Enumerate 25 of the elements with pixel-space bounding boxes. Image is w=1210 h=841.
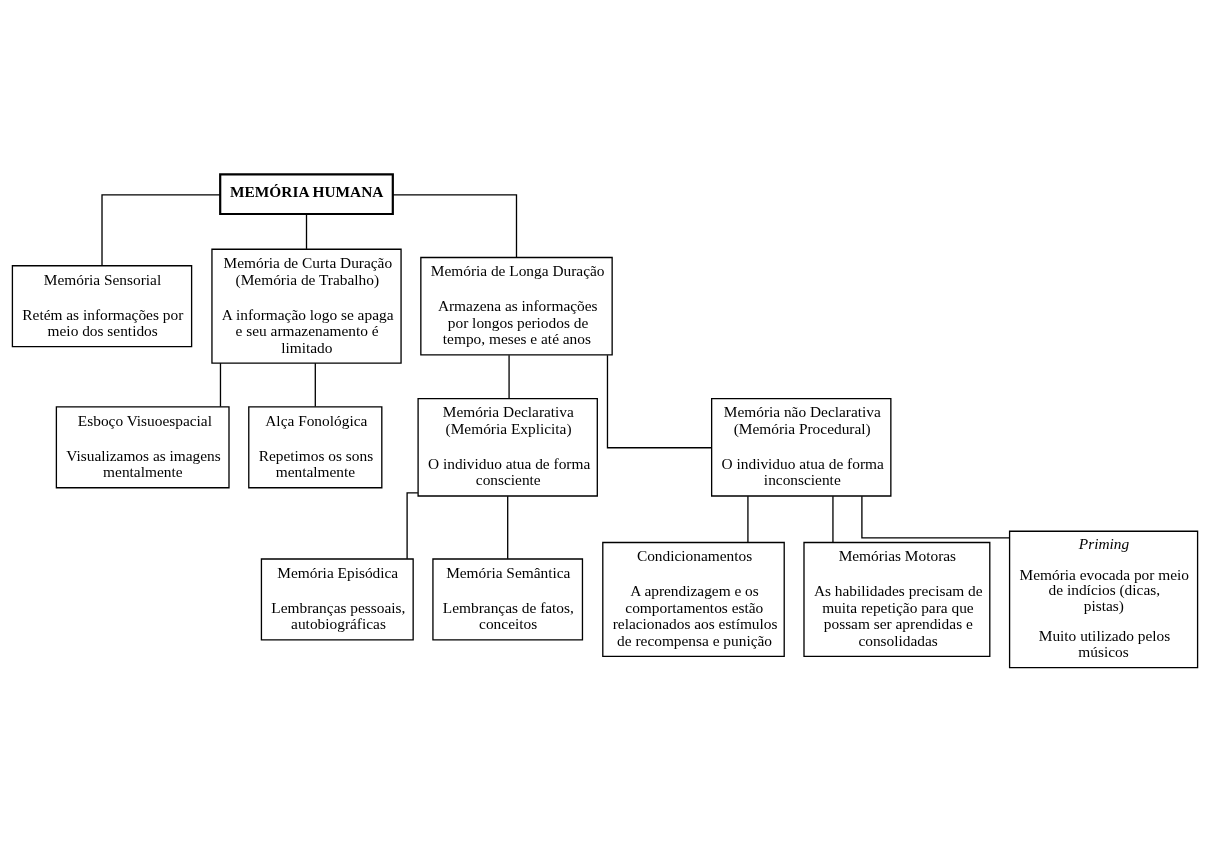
connector xyxy=(406,491,419,559)
node-box: Memória Episódica Lembranças pessoais, autobiográficas xyxy=(260,557,414,641)
node-box: Memória não Declarativa (Memória Procedural) O individuo atua de forma inconsciente xyxy=(711,397,892,497)
connector xyxy=(392,193,518,258)
connector xyxy=(832,495,834,543)
connector xyxy=(305,213,308,250)
connector xyxy=(606,354,713,448)
node-box: Memória Declarativa (Memória Explicita) O individuo atua de forma consciente xyxy=(417,397,598,497)
node-box: Priming Memória evocada por meio de indícios (dicas, pistas) Muito utilizado pelos músicos xyxy=(1008,530,1199,668)
node-box: Alça Fonológica Repetimos os sons mentalmente xyxy=(248,405,383,488)
connector xyxy=(508,354,510,399)
connector xyxy=(507,495,509,559)
node-box: Condicionamentos A aprendizagem e os comportamentos estão relacionados aos estímulos de recompensa e punição xyxy=(602,541,785,657)
node-box: Memória Semântica Lembranças de fatos, conceitos xyxy=(432,557,584,641)
connector xyxy=(101,193,221,266)
connector xyxy=(861,495,1011,539)
node-box: Memória de Longa Duração Armazena as informações por longos periodos de tempo, meses e até anos xyxy=(420,256,613,356)
node-box: Memórias Motoras As habilidades precisam de muita repetição para que possam ser aprendidas e consolidadas xyxy=(803,541,991,657)
node-box: Memória Sensorial Retém as informações por meio dos sentidos xyxy=(11,264,193,347)
node-box: MEMÓRIA HUMANA xyxy=(219,172,394,215)
node-box: Memória de Curta Duração (Memória de Trabalho) A informação logo se apaga e seu armazenamento é limitado xyxy=(211,248,402,364)
node-box: Esboço Visuoespacial Visualizamos as imagens mentalmente xyxy=(55,405,230,488)
connector xyxy=(314,362,316,407)
connector xyxy=(219,362,222,407)
connector xyxy=(747,495,749,543)
